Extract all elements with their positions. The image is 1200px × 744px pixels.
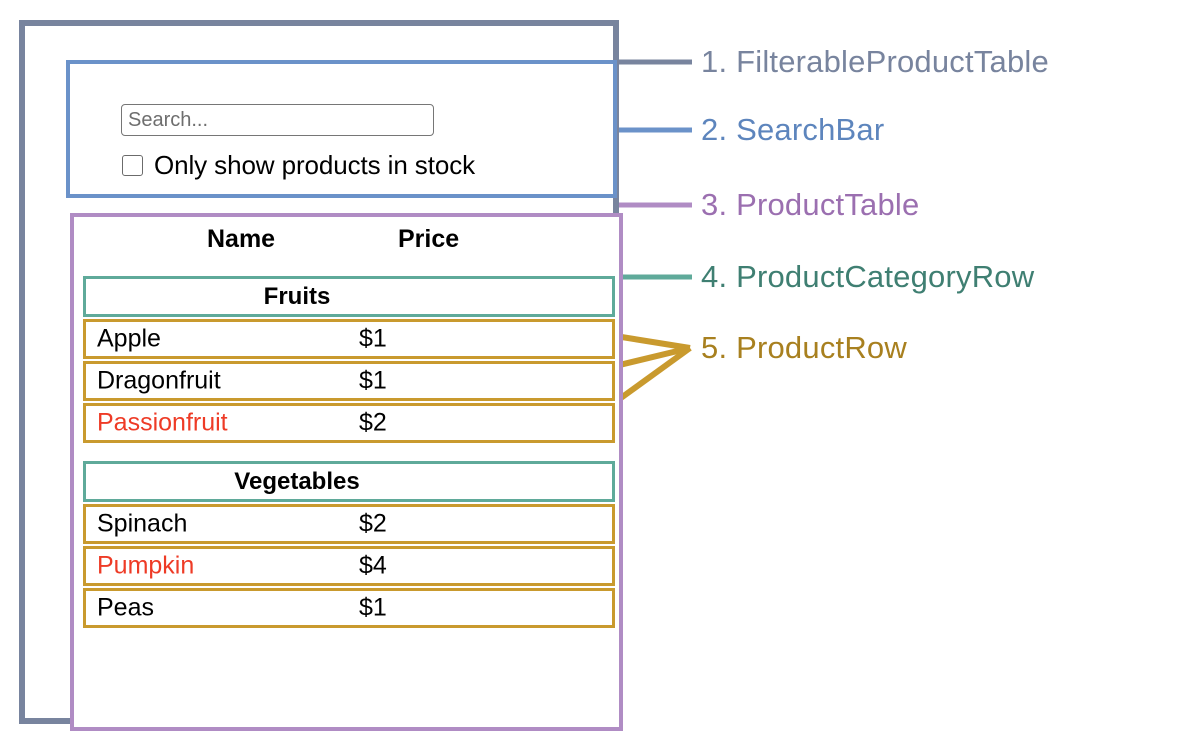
product-price: $1: [359, 366, 387, 395]
legend-item-filterableproducttable: 1. FilterableProductTable: [620, 44, 1049, 80]
legend-label-1: 1. FilterableProductTable: [701, 44, 1049, 80]
product-row: Pumpkin $4: [83, 546, 615, 586]
legend-number-3: 3.: [701, 187, 728, 222]
product-name: Apple: [97, 324, 161, 353]
search-bar: Only show products in stock: [66, 60, 617, 198]
column-header-name: Name: [207, 225, 276, 253]
product-category-row: Fruits: [83, 276, 615, 317]
product-name: Dragonfruit: [97, 366, 221, 395]
legend-label-3: 3. ProductTable: [701, 187, 919, 223]
legend-name-1: FilterableProductTable: [736, 44, 1049, 79]
legend-number-2: 2.: [701, 112, 728, 147]
legend-name-4: ProductCategoryRow: [736, 259, 1035, 294]
product-name: Peas: [97, 593, 154, 622]
legend-item-searchbar: 2. SearchBar: [620, 112, 884, 148]
search-input[interactable]: [121, 104, 434, 136]
legend-number-5: 5.: [701, 330, 728, 365]
product-category-row: Vegetables: [83, 461, 615, 502]
group-spacer: [83, 445, 615, 461]
product-name: Spinach: [97, 509, 188, 538]
table-header-row: Name Price: [74, 225, 619, 269]
product-category-label: Vegetables: [234, 467, 360, 495]
product-price: $1: [359, 324, 387, 353]
legend-label-4: 4. ProductCategoryRow: [701, 259, 1034, 295]
legend-name-5: ProductRow: [736, 330, 907, 365]
column-header-price: Price: [398, 225, 460, 253]
product-price: $2: [359, 408, 387, 437]
product-row: Spinach $2: [83, 504, 615, 544]
product-price: $4: [359, 551, 387, 580]
product-row: Passionfruit $2: [83, 403, 615, 443]
legend-number-1: 1.: [701, 44, 728, 79]
product-row: Apple $1: [83, 319, 615, 359]
legend-item-productcategoryrow: 4. ProductCategoryRow: [620, 259, 1034, 295]
product-name: Passionfruit: [97, 408, 228, 437]
legend-number-4: 4.: [701, 259, 728, 294]
legend-item-producttable: 3. ProductTable: [620, 187, 919, 223]
filterable-product-table: Only show products in stock Name Price F…: [19, 20, 623, 731]
legend-label-5: 5. ProductRow: [701, 330, 907, 366]
legend-name-2: SearchBar: [736, 112, 885, 147]
in-stock-checkbox-label: Only show products in stock: [154, 150, 475, 180]
product-category-label: Fruits: [263, 282, 331, 310]
checkbox-icon[interactable]: [122, 155, 143, 176]
product-row: Dragonfruit $1: [83, 361, 615, 401]
legend-name-3: ProductTable: [736, 187, 920, 222]
legend-label-2: 2. SearchBar: [701, 112, 884, 148]
in-stock-checkbox-row[interactable]: Only show products in stock: [122, 150, 475, 181]
product-row: Peas $1: [83, 588, 615, 628]
product-name: Pumpkin: [97, 551, 195, 580]
product-price: $2: [359, 509, 387, 538]
legend-item-productrow: 5. ProductRow: [620, 330, 907, 366]
product-price: $1: [359, 593, 387, 622]
